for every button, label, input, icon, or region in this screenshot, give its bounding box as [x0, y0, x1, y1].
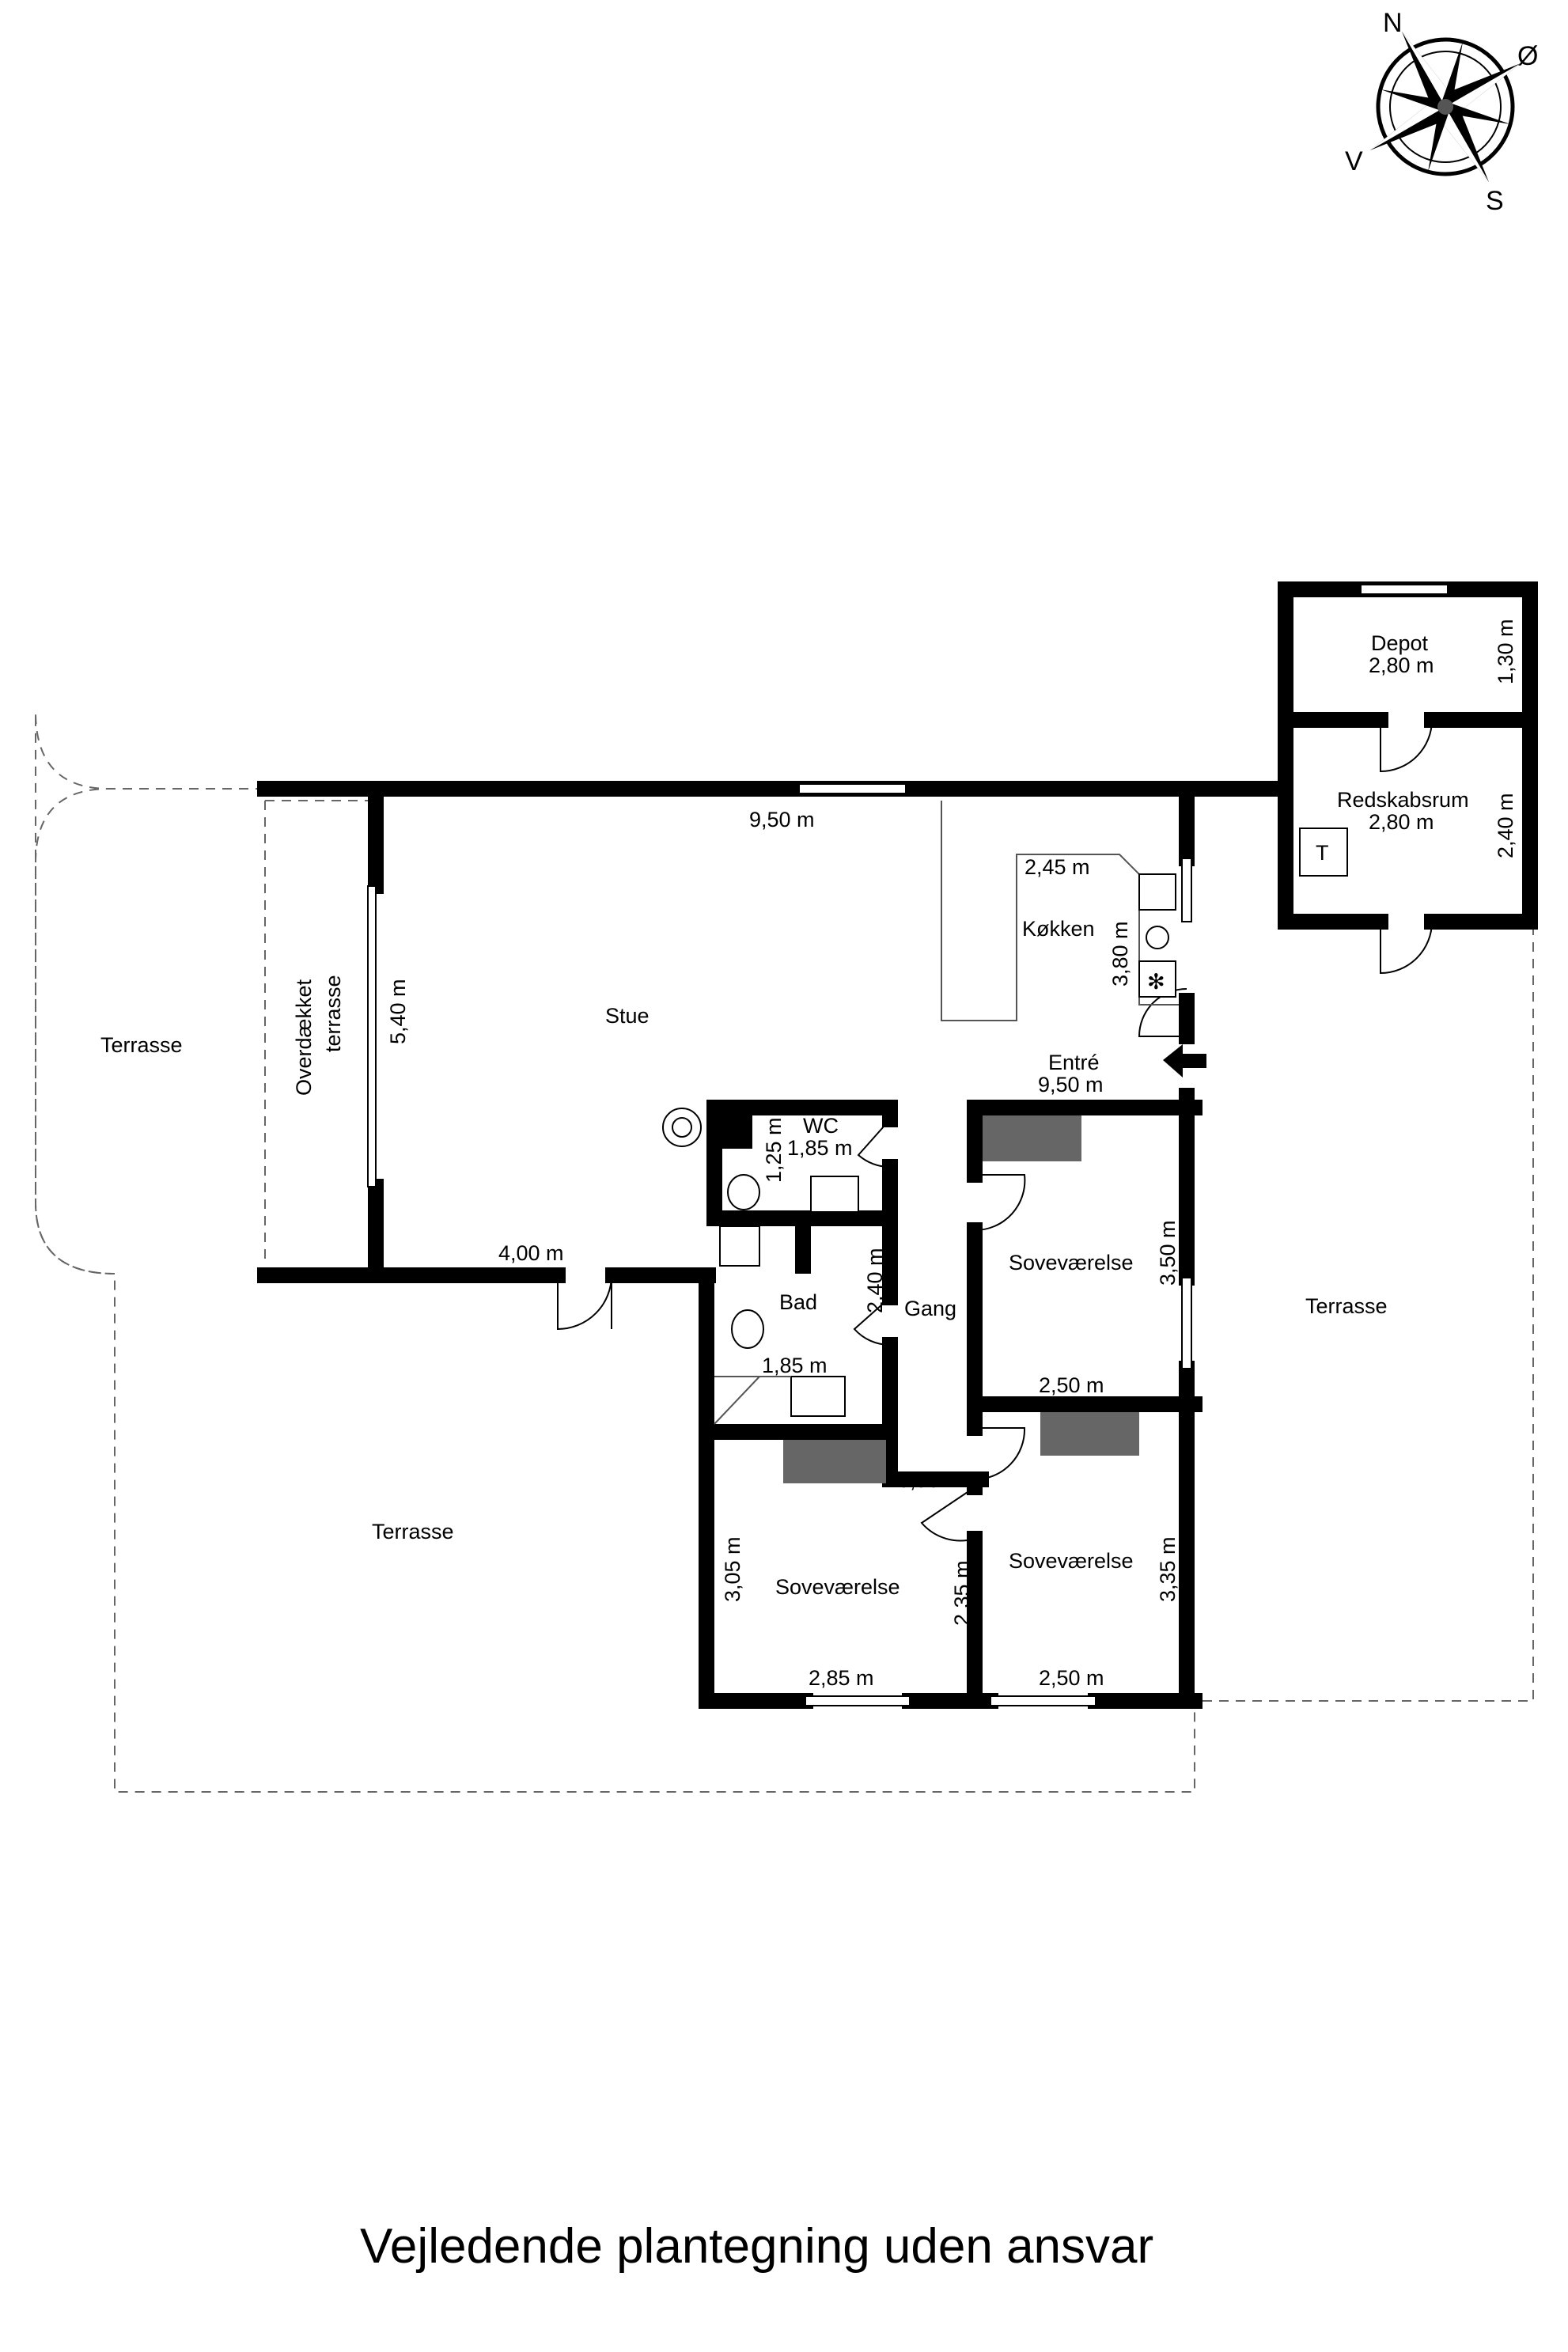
wardrobe-sov3 [783, 1440, 886, 1483]
compass-s-label: S [1486, 186, 1504, 216]
door-sov1 [974, 1174, 1026, 1232]
sov2-width: 2,50 m [1039, 1666, 1104, 1690]
overdaekket-length: 5,40 m [386, 979, 410, 1044]
koekken-depth: 3,80 m [1108, 921, 1132, 987]
wardrobe-sov2 [1040, 1412, 1139, 1456]
stue-bottom-length: 4,00 m [498, 1241, 564, 1265]
terrace-outline-west-top [35, 788, 265, 1274]
fridge-snowflake-icon: ✻ [1147, 970, 1165, 994]
stue-name: Stue [605, 1004, 650, 1028]
walls [257, 581, 1538, 1709]
terrace-south-label: Terrasse [372, 1520, 454, 1543]
gang-depth: 2,35 m [950, 1560, 974, 1626]
door-wc [857, 1119, 891, 1168]
doors [557, 719, 1433, 1542]
terrace-outline-east [1195, 926, 1534, 1702]
sov1-name: Soveværelse [1009, 1251, 1134, 1274]
depot-depth: 1,30 m [1494, 619, 1517, 684]
sov3-width: 2,85 m [809, 1666, 874, 1690]
bad-width: 1,85 m [762, 1354, 828, 1377]
sov2-depth: 3,35 m [1156, 1536, 1180, 1602]
stue-top-length: 9,50 m [749, 808, 815, 831]
sov1-width: 2,50 m [1039, 1373, 1104, 1397]
terrace-outlines [35, 711, 1534, 1793]
wc-chimney-block [714, 1108, 752, 1149]
plan-disclaimer-caption: Vejledende plantegning uden ansvar [360, 2219, 1153, 2274]
compass-w-label: V [1345, 146, 1363, 176]
sov3-depth: 3,05 m [721, 1536, 744, 1602]
compass-n-label: N [1383, 8, 1403, 38]
window-sov1-east [1181, 1277, 1192, 1369]
door-bad [853, 1297, 891, 1346]
wc-depth: 1,25 m [762, 1117, 786, 1183]
windows [367, 584, 1449, 1706]
entry-arrow-icon [1163, 1044, 1206, 1078]
entre-length: 9,50 m [1038, 1073, 1104, 1096]
depot-name: Depot [1371, 631, 1429, 655]
wc-sink-icon [810, 1176, 859, 1213]
window-stue-north [798, 783, 907, 794]
overdaekket-name-line2: terrasse [321, 975, 345, 1052]
kitchen-counter: ✻ [941, 801, 1179, 1021]
door-depot [1380, 719, 1433, 773]
window-depot [1360, 584, 1449, 595]
fixtures: T [662, 828, 1348, 1483]
sov1-depth: 3,50 m [1156, 1220, 1180, 1286]
overdaekket-name-line1: Overdækket [292, 979, 316, 1096]
tank-label: T [1316, 841, 1329, 865]
door-redskab [1380, 921, 1433, 975]
stove-icon [1138, 960, 1176, 998]
tank-icon [1299, 828, 1348, 877]
compass-rose-icon [1369, 31, 1521, 183]
dishwasher-icon [1146, 926, 1169, 949]
bad-depth: 2,40 m [863, 1248, 887, 1313]
entre-name: Entré [1048, 1051, 1100, 1074]
room-labels: Depot 2,80 m 1,30 m Redskabsrum 2,80 m 2… [100, 619, 1517, 1690]
wc-toilet-icon [727, 1174, 760, 1210]
window-sov2-south [990, 1695, 1096, 1706]
wardrobe-sov1 [983, 1115, 1081, 1161]
bad-name: Bad [779, 1290, 817, 1314]
window-covered-terrace [367, 885, 377, 1187]
terrace-east-label: Terrasse [1305, 1294, 1388, 1318]
compass-e-label: Ø [1517, 41, 1538, 71]
door-sov3 [920, 1487, 975, 1542]
door-sov2 [974, 1427, 1026, 1480]
redskabsrum-depth: 2,40 m [1494, 793, 1517, 858]
wc-width: 1,85 m [787, 1136, 853, 1160]
redskabsrum-width: 2,80 m [1369, 810, 1434, 834]
gang-width: 0,90 m [898, 1468, 964, 1492]
bad-shower-area [714, 1376, 791, 1425]
bad-sink-icon [790, 1376, 846, 1417]
window-sov3-south [805, 1695, 911, 1706]
terrace-west-label: Terrasse [100, 1033, 183, 1057]
sov3-name: Soveværelse [775, 1575, 900, 1599]
wc-name: WC [803, 1114, 839, 1138]
sov2-name: Soveværelse [1009, 1549, 1134, 1573]
sink-icon [1138, 873, 1176, 911]
koekken-width: 2,45 m [1025, 855, 1090, 879]
window-kitchen [1181, 858, 1192, 922]
bad-toilet-icon [731, 1309, 764, 1349]
stove-fireplace-inner-icon [672, 1117, 692, 1138]
koekken-name: Køkken [1022, 917, 1095, 941]
redskabsrum-name: Redskabsrum [1337, 788, 1469, 812]
door-terrace-south [557, 1274, 612, 1331]
depot-width: 2,80 m [1369, 653, 1434, 677]
gang-name: Gang [904, 1297, 956, 1320]
bad-washer-icon [719, 1225, 760, 1267]
